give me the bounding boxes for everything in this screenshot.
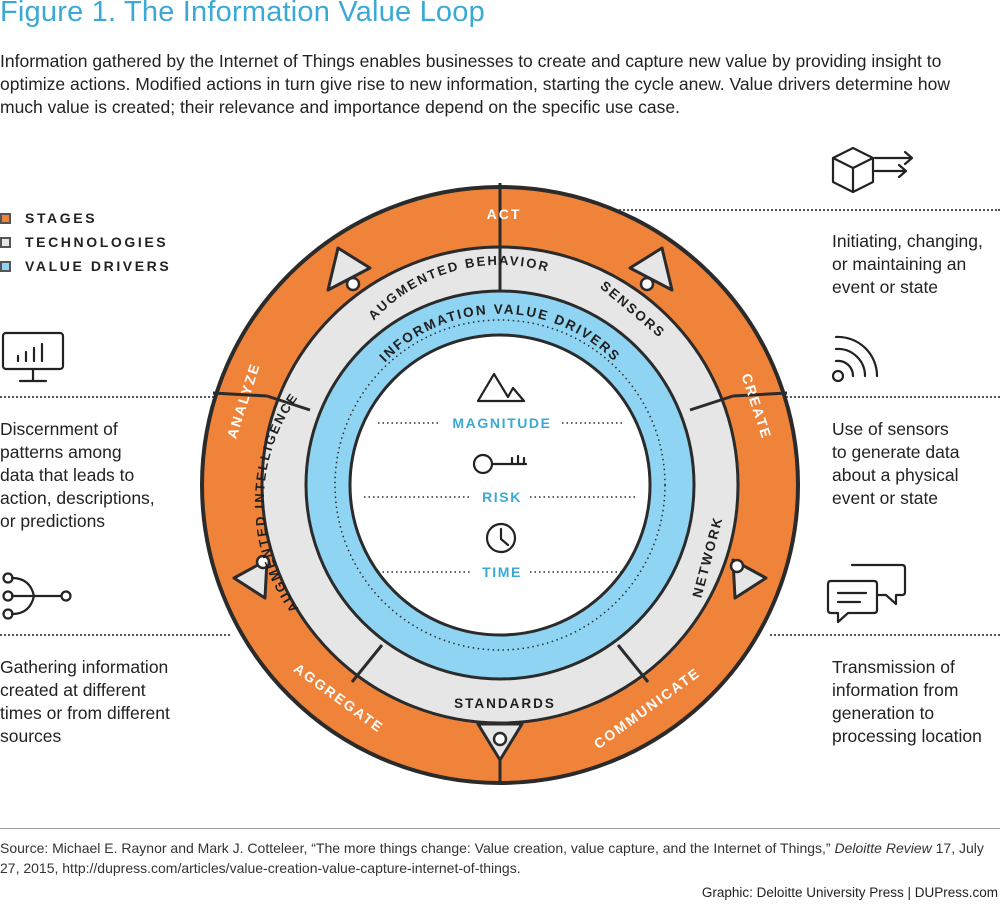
- description-analyze-line: action, descriptions,: [0, 488, 155, 508]
- node-circle: [492, 731, 508, 747]
- tech-divider: [266, 394, 311, 412]
- description-analyze-line: Discernment of: [0, 419, 118, 439]
- description-aggregate-line: times or from different: [0, 703, 170, 723]
- ring-notch: [732, 391, 788, 398]
- description-act-line: Initiating, changing,: [832, 231, 983, 251]
- mountain-icon: [476, 372, 526, 403]
- clock-icon: [485, 522, 517, 554]
- description-communicate-line: information from: [832, 680, 959, 700]
- driver-label-magnitude: MAGNITUDE: [452, 415, 551, 431]
- divider-analyze: [0, 396, 222, 398]
- description-create: Use of sensors to generate data about a …: [832, 418, 959, 510]
- driver-label-time: TIME: [482, 564, 522, 580]
- key-icon: [472, 453, 528, 475]
- description-communicate-line: processing location: [832, 726, 982, 746]
- node-circle: [729, 558, 745, 574]
- description-analyze-line: data that leads to: [0, 465, 135, 485]
- description-aggregate-line: created at different: [0, 680, 146, 700]
- description-act: Initiating, changing, or maintaining an …: [832, 230, 983, 299]
- value-drivers-dotted-track: [334, 319, 666, 651]
- description-communicate-line: generation to: [832, 703, 935, 723]
- description-act-line: or maintaining an: [832, 254, 967, 274]
- legend-swatch-stages: [0, 212, 11, 224]
- legend-item-technologies: TECHNOLOGIES: [0, 230, 171, 254]
- legend-item-value-drivers: VALUE DRIVERS: [0, 254, 171, 278]
- tech-divider: [689, 394, 734, 412]
- cube-arrows-icon: [831, 146, 914, 194]
- legend: STAGES TECHNOLOGIES VALUE DRIVERS: [0, 206, 171, 278]
- footer-divider: [0, 828, 1000, 829]
- divider-communicate: [770, 634, 1000, 636]
- divider-create: [778, 396, 1000, 398]
- description-analyze-line: patterns among: [0, 442, 122, 462]
- description-aggregate-line: Gathering information: [0, 657, 169, 677]
- source-prefix: Source: Michael E. Raynor and Mark J. Co…: [0, 840, 835, 856]
- description-create-line: to generate data: [832, 442, 960, 462]
- description-communicate-line: Transmission of: [832, 657, 955, 677]
- tech-divider: [616, 644, 650, 683]
- intro-paragraph: Information gathered by the Internet of …: [0, 51, 950, 117]
- legend-item-stages: STAGES: [0, 206, 171, 230]
- node-circle: [255, 554, 271, 570]
- description-communicate: Transmission of information from generat…: [832, 656, 982, 748]
- tech-divider: [350, 644, 384, 683]
- figure-title: Figure 1. The Information Value Loop: [0, 0, 485, 28]
- description-create-line: event or state: [832, 488, 939, 508]
- speech-bubbles-icon: [826, 563, 907, 624]
- ring-notch: [212, 391, 268, 398]
- legend-swatch-technologies: [0, 236, 11, 248]
- node-circle: [345, 276, 361, 292]
- node-circle: [639, 276, 655, 292]
- divider-aggregate: [0, 634, 230, 636]
- legend-label-value-drivers: VALUE DRIVERS: [25, 258, 172, 274]
- source-suffix: 17, July 27, 2015, http://dupress.com/ar…: [0, 840, 984, 876]
- monitor-chart-icon: [1, 331, 65, 383]
- wireless-signal-icon: [831, 335, 879, 383]
- description-analyze: Discernment of patterns among data that …: [0, 418, 155, 533]
- tech-label-standards: STANDARDS: [454, 696, 556, 711]
- graphic-credit: Graphic: Deloitte University Press | DUP…: [701, 885, 998, 900]
- description-create-line: Use of sensors: [832, 419, 949, 439]
- source-journal: Deloitte Review: [834, 840, 932, 856]
- description-analyze-line: or predictions: [0, 511, 106, 531]
- source-note: Source: Michael E. Raynor and Mark J. Co…: [0, 838, 995, 878]
- pointer-wedge: [232, 558, 269, 600]
- description-act-line: event or state: [832, 277, 939, 297]
- divider-act: [612, 209, 1000, 211]
- merge-nodes-icon: [2, 572, 72, 620]
- legend-swatch-value-drivers: [0, 260, 11, 272]
- inner-core: [348, 333, 652, 637]
- description-aggregate: Gathering information created at differe…: [0, 656, 170, 748]
- description-create-line: about a physical: [832, 465, 959, 485]
- stage-label-act: ACT: [487, 206, 522, 222]
- legend-label-technologies: TECHNOLOGIES: [25, 234, 169, 250]
- description-aggregate-line: sources: [0, 726, 62, 746]
- legend-label-stages: STAGES: [25, 210, 98, 226]
- driver-label-risk: RISK: [482, 489, 522, 505]
